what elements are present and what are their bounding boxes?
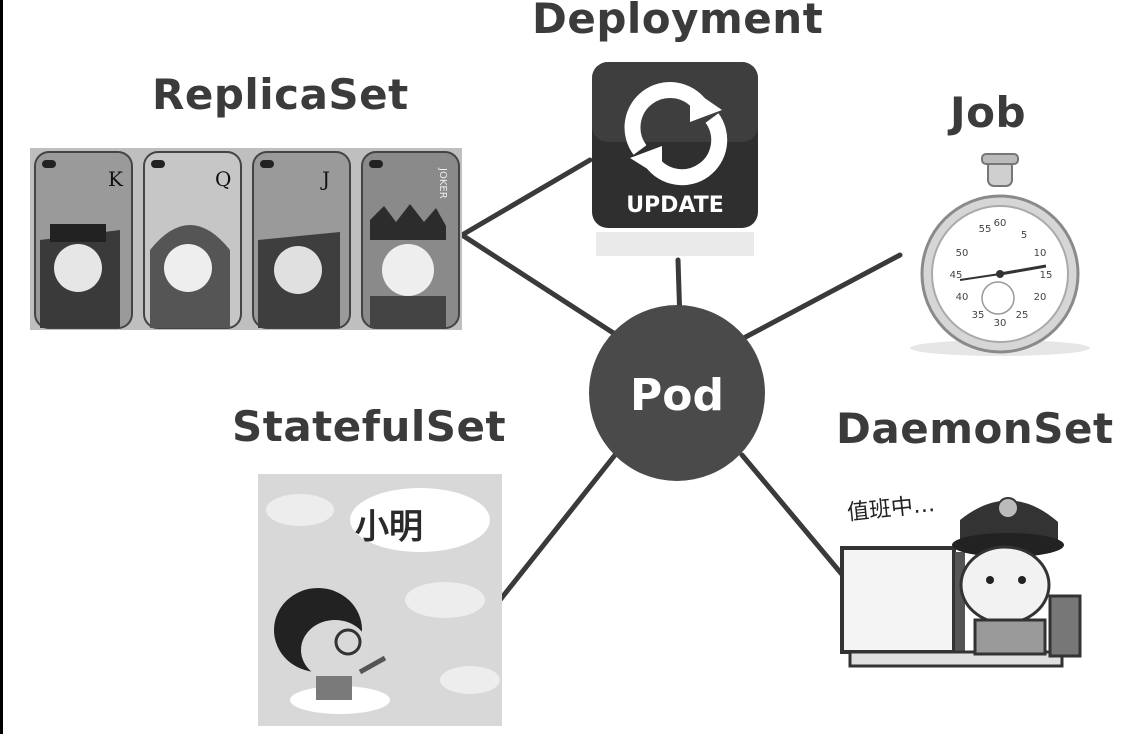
guard-caption: 值班中… [846, 492, 936, 526]
dial-35: 35 [972, 310, 985, 321]
card-jack: J [252, 151, 351, 329]
pod-node: Pod [589, 305, 765, 481]
connector-job [737, 252, 903, 343]
pod-circle [589, 305, 765, 481]
playing-cards-icon: K Q J JOKER [30, 148, 462, 330]
update-icon: UPDATE [592, 62, 758, 256]
dial-10: 10 [1034, 248, 1047, 259]
dial-40: 40 [956, 292, 969, 303]
guard-at-computer-icon: 值班中… [840, 492, 1082, 668]
dial-15: 15 [1040, 270, 1053, 281]
dial-55: 55 [979, 224, 992, 235]
cartoon-sign-text: 小明 [355, 507, 423, 547]
stopwatch-dial: 55 60 5 50 10 45 15 40 20 35 30 25 [950, 218, 1053, 329]
replicaset-label: ReplicaSet [152, 70, 409, 119]
card-king-rank: K [108, 167, 124, 191]
card-jack-rank: J [320, 167, 330, 191]
card-joker: JOKER [361, 151, 460, 329]
dial-60: 60 [994, 218, 1007, 229]
dial-45: 45 [950, 270, 963, 281]
dial-50: 50 [956, 248, 969, 259]
job-label: Job [950, 88, 1027, 137]
card-joker-rank: JOKER [437, 167, 448, 199]
card-queen-rank: Q [215, 167, 231, 191]
update-icon-text: UPDATE [626, 193, 724, 218]
card-king: K [34, 151, 133, 329]
connectors [459, 157, 903, 603]
dial-20: 20 [1034, 292, 1047, 303]
left-border [0, 0, 3, 734]
stopwatch-icon: 55 60 5 50 10 45 15 40 20 35 30 25 [910, 153, 1090, 356]
cartoon-boy-icon: 小明 [258, 474, 502, 726]
card-queen: Q [143, 151, 242, 329]
connector-replicaset [459, 232, 621, 339]
dial-30: 30 [994, 318, 1007, 329]
statefulset-label: StatefulSet [232, 402, 507, 451]
pod-label: Pod [630, 370, 724, 421]
connector-daemonset [739, 452, 848, 581]
dial-25: 25 [1016, 310, 1029, 321]
dial-5: 5 [1021, 230, 1027, 241]
connector-deployment-a [459, 157, 593, 238]
daemonset-label: DaemonSet [836, 404, 1114, 453]
connector-statefulset [497, 452, 618, 603]
deployment-label: Deployment [532, 0, 824, 43]
